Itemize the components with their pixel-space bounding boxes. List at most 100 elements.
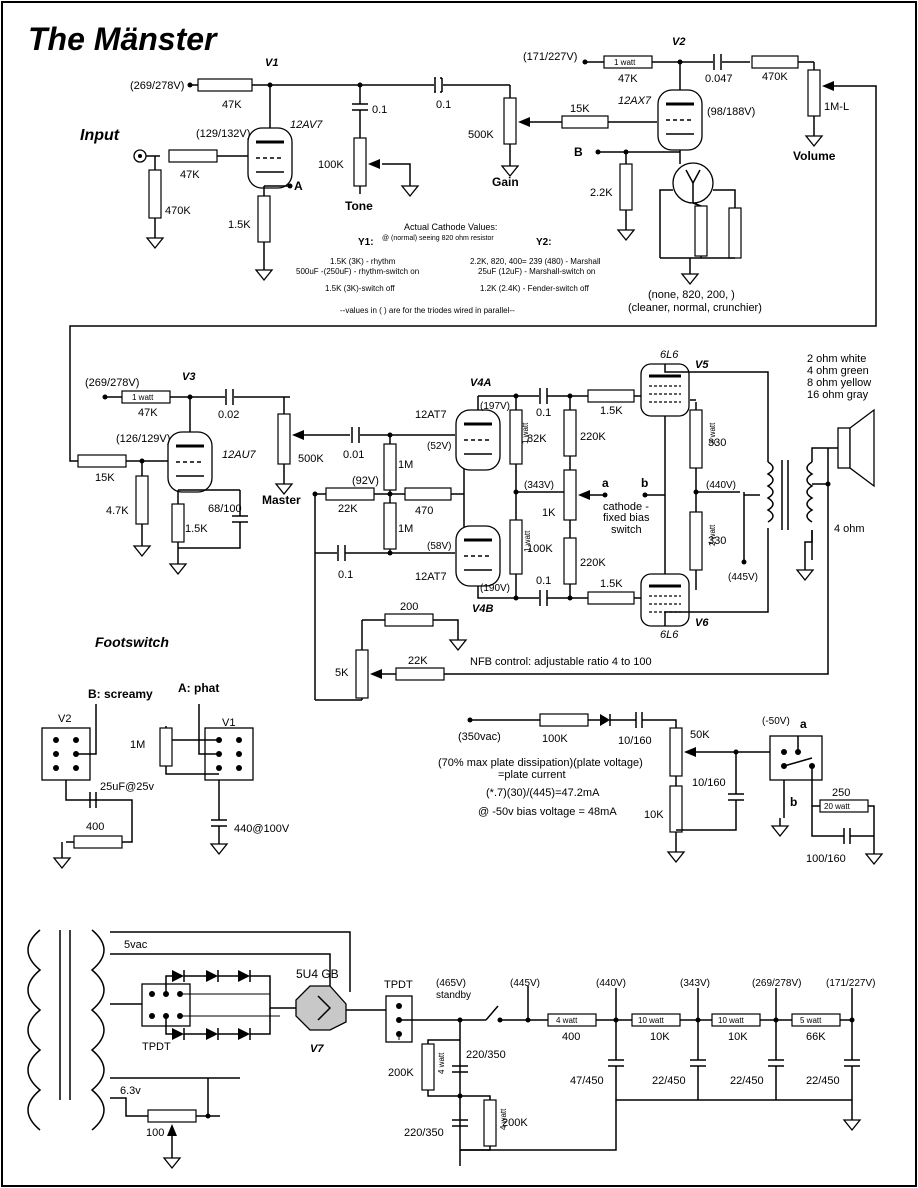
v2-grid-resistor — [561, 115, 609, 129]
bias-adjust-pot[interactable] — [669, 727, 683, 777]
ps-r10k1-label: 10K — [650, 1031, 670, 1043]
v1-plate-resistor-label: 47K — [222, 99, 242, 111]
v4b-type-label: 12AT7 — [415, 571, 447, 583]
node-b-label: B — [574, 145, 583, 159]
gain-control-label: Gain — [492, 175, 519, 189]
v6-label: V6 — [695, 617, 709, 629]
ps-465v-label: (465V) — [436, 978, 466, 989]
switch-options-label: (none, 820, 200, ) — [648, 289, 735, 301]
master-control-label: Master — [262, 493, 301, 507]
output-transformer-primary-icon — [766, 461, 774, 523]
tone-pot[interactable] — [353, 137, 367, 187]
v1-plate-resistor — [197, 78, 253, 92]
pi-bias-r2-label: 220K — [580, 557, 606, 569]
node-a-label: A — [294, 179, 303, 193]
v3-cathode-resistor-4k7 — [135, 475, 149, 525]
pi-tail-resistor2-label: 470 — [415, 505, 433, 517]
standby-switch-icon[interactable] — [485, 1005, 499, 1021]
ps-bleed2-label: 200K — [502, 1117, 528, 1129]
bias-switch-label3: switch — [611, 524, 642, 536]
input-stage: 47K 470K 12AV7 V1 (129/132V) (269/278V) … — [130, 57, 562, 281]
heater-hum-pot[interactable] — [147, 1109, 197, 1123]
ps-r400-label: 400 — [562, 1031, 580, 1043]
ps-cap22b-label: 22/450 — [730, 1075, 764, 1087]
bias-r100k-label: 100K — [542, 733, 568, 745]
phase-inverter: 0.01 1M 1M 22K (92V) 470 0.1 12AT7 12AT7 — [312, 377, 664, 701]
v2-plate-resistor-watt: 1 watt — [614, 58, 636, 67]
bias-pot-label: 1K — [542, 507, 556, 519]
v5-type-label: 6L6 — [660, 349, 679, 361]
v4b-label: V4B — [472, 603, 493, 615]
ps-bleed1-watt: 4 watt — [437, 1052, 446, 1074]
bias-mode-switch-icon[interactable] — [769, 735, 823, 781]
v2-coupling-cap-label: 0.047 — [705, 73, 733, 85]
v3-grid-resistor-label: 15K — [95, 472, 115, 484]
pi-tail-resistor-label: 22K — [338, 503, 358, 515]
volume-pot[interactable] — [807, 69, 821, 117]
master-pot[interactable] — [277, 413, 291, 465]
speaker-icon — [837, 427, 851, 469]
v2-type-label: 12AX7 — [618, 95, 652, 107]
v4b-cathode-voltage: (58V) — [427, 541, 451, 552]
footswitch-r1m-label: 1M — [130, 739, 145, 751]
rectifier-tube-icon — [295, 985, 347, 1031]
v4a-plate-voltage: (197V) — [480, 401, 510, 412]
v4a-label: V4A — [470, 377, 491, 389]
pi-out-cap2-label: 0.1 — [536, 575, 551, 587]
pi-92v-label: (92V) — [352, 475, 379, 487]
speaker-legend-2ohm: 2 ohm white — [807, 353, 866, 365]
v4b-plate-voltage: (190V) — [480, 583, 510, 594]
bias-note-line2: =plate current — [498, 769, 566, 781]
v2-series-resistor — [751, 55, 799, 69]
v2-plate-voltage: (171/227V) — [523, 51, 577, 63]
v2-series-resistor-label: 470K — [762, 71, 788, 83]
ps-r100-label: 100 — [146, 1127, 164, 1139]
footswitch-section-label: Footswitch — [95, 634, 169, 650]
pi-grid-resistor1-label: 1M — [398, 459, 413, 471]
bias-cap2-label: 10/160 — [692, 777, 726, 789]
footswitch-cap2-label: 440@100V — [234, 823, 290, 835]
bias-r10k-label: 10K — [644, 809, 664, 821]
output-stage: 6L6 6L6 V5 V6 2 watt 330 (440V) 2 watt 3… — [639, 349, 875, 672]
cathode-notes-v2-head: Y2: — [536, 237, 552, 248]
bias-diode-icon — [600, 714, 610, 726]
input-resistor-47k — [168, 149, 218, 163]
v3-tube-icon — [166, 430, 214, 494]
cathode-note-v2-line1: 2.2K, 820, 400= 239 (480) - Marshall — [470, 257, 601, 266]
input-section-label: Input — [80, 127, 120, 144]
nfb-network: 200 5K 22K NFB control: adjustable ratio… — [335, 601, 829, 701]
gain-pot[interactable] — [503, 97, 517, 145]
v1-cathode-resistor-label: 1.5K — [228, 219, 251, 231]
ps-bleed1-label: 200K — [388, 1067, 414, 1079]
cathode-notes-header: Actual Cathode Values: — [404, 222, 497, 232]
bias-balance-pot[interactable] — [563, 469, 577, 521]
ps-cap22a-label: 22/450 — [652, 1075, 686, 1087]
nfb-pot[interactable] — [355, 649, 369, 699]
bias-switch-b-label: b — [790, 795, 797, 809]
ps-440v-label: (440V) — [596, 978, 626, 989]
footswitch-a-label: A: phat — [178, 681, 219, 695]
v2-grid-resistor-label: 15K — [570, 103, 590, 115]
ps-r10k2-label: 10K — [728, 1031, 748, 1043]
v5-grid-stopper-label: 1.5K — [600, 405, 623, 417]
tone-control-label: Tone — [345, 199, 373, 213]
screen-r2-label: 330 — [708, 535, 726, 547]
bias-switch-a-label: a — [800, 717, 807, 731]
bias-note-line1: (70% max plate dissipation)(plate voltag… — [438, 757, 643, 769]
bias-pot-label: 50K — [690, 729, 710, 741]
tone-pot-label: 100K — [318, 159, 344, 171]
nfb-r22k-label: 22K — [408, 655, 428, 667]
ps-r400-watt: 4 watt — [556, 1016, 578, 1025]
bias-node-b-label: b — [641, 476, 648, 490]
power-supply: 5vac TPDT 5U4 GB V7 TPDT (465V) standby — [27, 929, 875, 1169]
power-transformer-primary-icon — [27, 929, 42, 1131]
v3-grid-resistor — [77, 454, 127, 468]
master-pot-label: 500K — [298, 453, 324, 465]
v4a-cathode-voltage: (52V) — [427, 441, 451, 452]
ps-cap47-label: 47/450 — [570, 1075, 604, 1087]
speaker-legend-4ohm: 4 ohm green — [807, 365, 869, 377]
v3-cath-resistor2-label: 1.5K — [185, 523, 208, 535]
bias-switch-label1: cathode - — [603, 501, 649, 513]
